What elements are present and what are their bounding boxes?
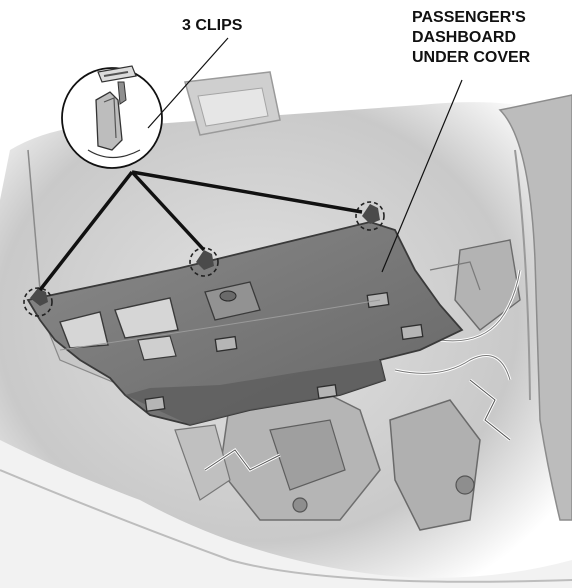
clip-callout-lines: [38, 170, 363, 292]
clip-left: [23, 287, 53, 317]
clip-detail-inset: [61, 65, 163, 169]
cover-leader-line: [381, 79, 463, 273]
clips-leader-line: [147, 37, 229, 129]
dashboard-under-cover: [26, 221, 464, 426]
cover-label-line1: PASSENGER'S: [412, 9, 526, 26]
clips-label: 3 CLIPS: [182, 17, 243, 34]
cover-label-line3: UNDER COVER: [412, 49, 531, 66]
clip-right: [355, 201, 385, 231]
cover-label-line2: DASHBOARD: [412, 29, 516, 46]
clip-locations: [23, 201, 385, 317]
